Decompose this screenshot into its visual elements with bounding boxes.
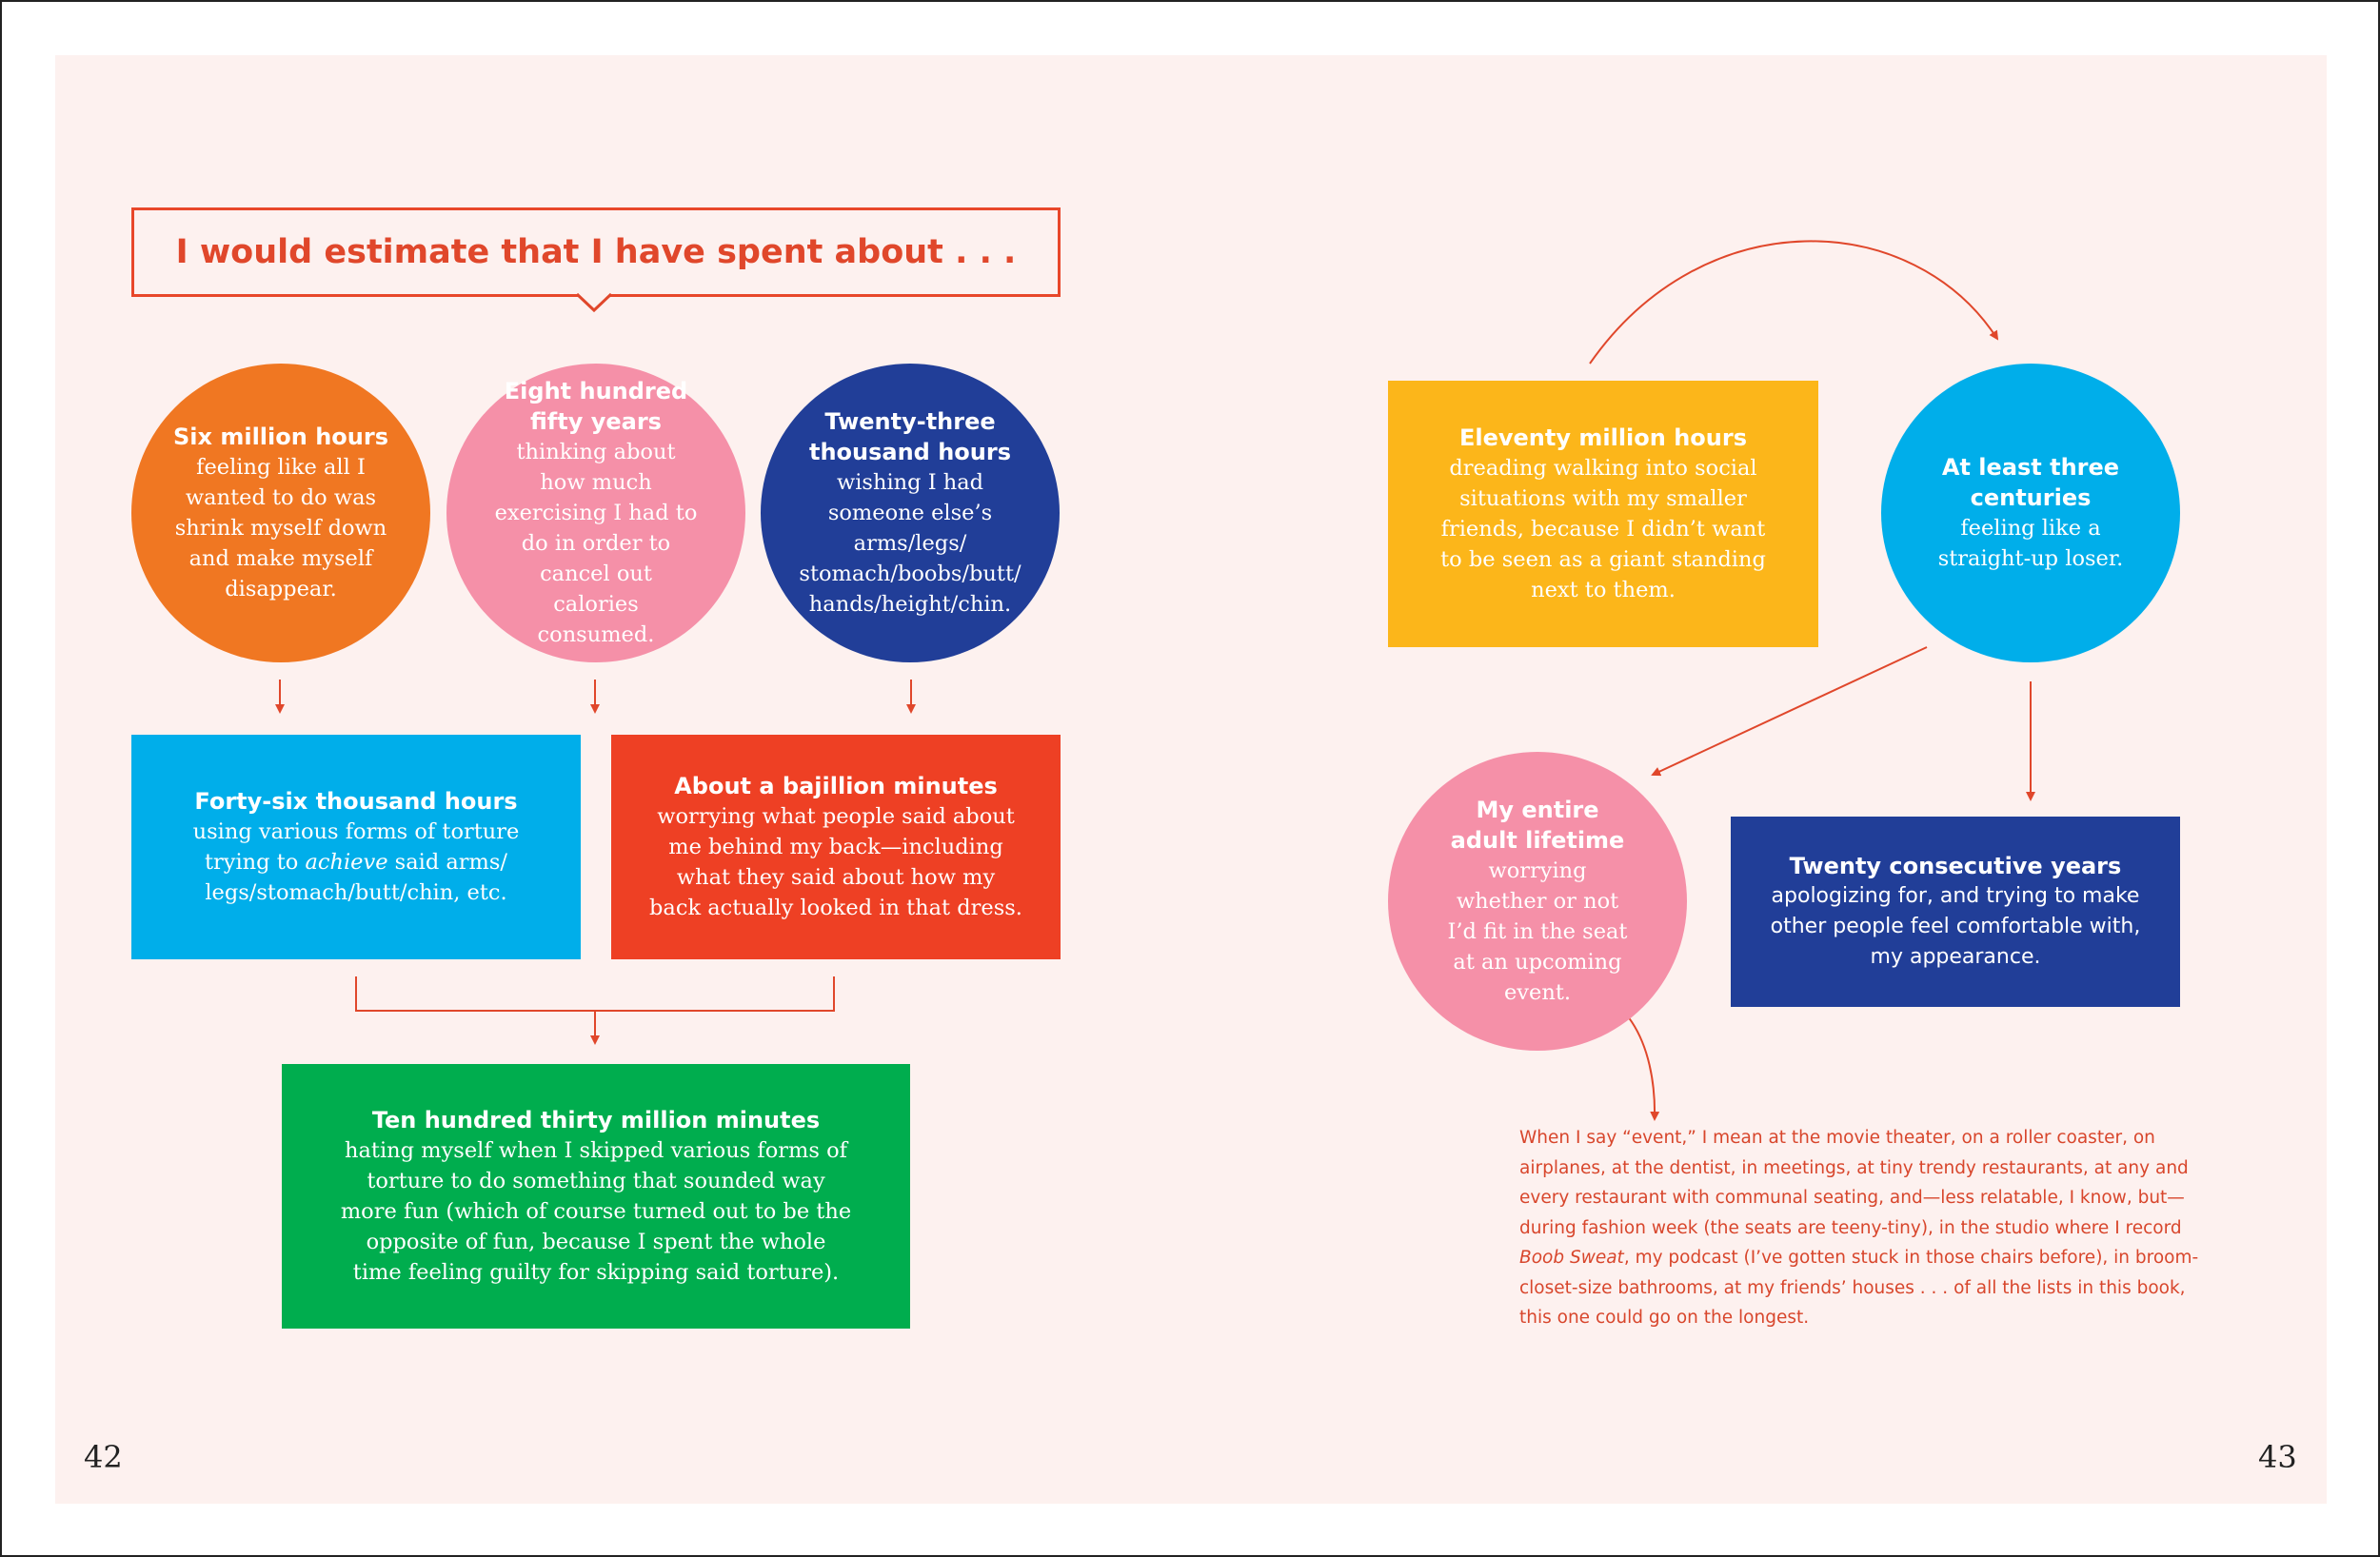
node-text: feeling like all I wanted to do was shri…: [174, 455, 387, 601]
page-title: I would estimate that I have spent about…: [175, 233, 1017, 271]
node-text: dreading walking into social situations …: [1440, 456, 1766, 602]
circle-six-million-hours: Six million hours feeling like all I wan…: [131, 364, 430, 662]
node-text: feeling like a straight-up loser.: [1937, 516, 2124, 571]
node-heading: Eight hundred fifty years: [504, 378, 688, 435]
circle-eight-hundred-fifty-years: Eight hundred fifty years thinking about…: [446, 364, 745, 662]
circle-twenty-three-thousand-hours: Twenty-three thousand hours wishing I ha…: [761, 364, 1060, 662]
circle-adult-lifetime: My entire adult lifetime worrying whethe…: [1388, 752, 1687, 1051]
box-eleventy-million-hours: Eleventy million hours dreading walking …: [1388, 381, 1818, 647]
node-heading: Forty-six thousand hours: [194, 788, 518, 815]
node-text: apologizing for, and trying to make othe…: [1770, 884, 2141, 969]
box-forty-six-thousand-hours: Forty-six thousand hours using various f…: [131, 735, 581, 959]
page-number-right: 43: [2258, 1439, 2297, 1475]
speech-pointer: [577, 292, 611, 313]
node-heading: Six million hours: [173, 424, 388, 450]
node-heading: Eleventy million hours: [1458, 424, 1747, 451]
circle-three-centuries: At least three centuries feeling like a …: [1881, 364, 2180, 662]
emphasis-podcast-name: Boob Sweat: [1519, 1248, 1624, 1268]
node-heading: Ten hundred thirty million minutes: [371, 1107, 821, 1133]
node-heading: Twenty-three thousand hours: [808, 408, 1011, 465]
node-text: hating myself when I skipped various for…: [340, 1138, 852, 1285]
footnote-event: When I say “event,” I mean at the movie …: [1519, 1128, 2199, 1328]
box-bajillion-minutes: About a bajillion minutes worrying what …: [611, 735, 1061, 959]
node-heading: Twenty consecutive years: [1789, 853, 2122, 879]
page-number-left: 42: [84, 1439, 123, 1475]
arrow-centuries-to-lifetime: [1651, 646, 1928, 777]
bracket-merge: [355, 976, 835, 1012]
node-text: worrying whether or not I’d fit in the s…: [1447, 858, 1628, 1005]
node-text: worrying what people said about me behin…: [649, 804, 1022, 920]
node-text: wishing I had someone else’s arms/legs/ …: [799, 470, 1021, 617]
node-heading: About a bajillion minutes: [674, 773, 998, 799]
title-speech-box: I would estimate that I have spent about…: [131, 207, 1061, 297]
box-ten-hundred-thirty-million-minutes: Ten hundred thirty million minutes hatin…: [282, 1064, 910, 1329]
node-heading: At least three centuries: [1941, 454, 2120, 511]
node-text: thinking about how much exercising I had…: [494, 440, 698, 647]
node-heading: My entire adult lifetime: [1450, 797, 1625, 854]
node-text: using various forms of torture trying to…: [192, 819, 520, 905]
emphasis-achieve: achieve: [305, 850, 388, 875]
box-twenty-consecutive-years: Twenty consecutive years apologizing for…: [1731, 817, 2180, 1007]
arc-eleventy-to-centuries: [1589, 240, 1999, 365]
